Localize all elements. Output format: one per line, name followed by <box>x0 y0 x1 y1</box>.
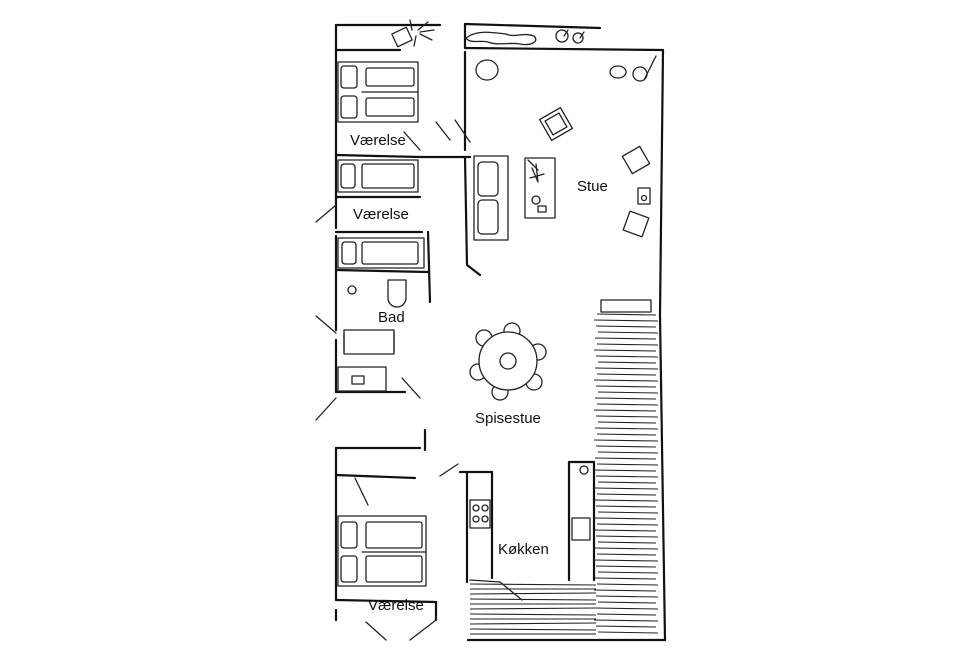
plant-icon <box>391 19 435 48</box>
bed-top-room <box>337 61 419 123</box>
interior-walls <box>334 48 596 584</box>
room-label-bedroom-mid: Værelse <box>353 206 409 223</box>
room-label-bedroom-top: Værelse <box>350 132 406 149</box>
terrace-bench <box>600 299 652 313</box>
room-label-living-room: Stue <box>577 178 608 195</box>
coffee-table <box>524 157 556 219</box>
bed-mid-room <box>337 159 419 193</box>
room-label-bedroom-bottom: Værelse <box>368 597 424 614</box>
dining-table <box>469 322 547 401</box>
bathroom-fixtures <box>337 237 425 392</box>
armchairs <box>538 106 651 238</box>
room-label-kitchen: Køkken <box>498 541 549 558</box>
terrace-hatching-right <box>593 313 659 634</box>
room-label-dining-room: Spisestue <box>475 410 541 427</box>
plants-window <box>465 29 657 82</box>
sofa <box>473 155 509 241</box>
door-swings <box>315 119 523 641</box>
bed-bottom-room <box>337 515 427 587</box>
kitchen-counters <box>469 465 591 541</box>
outer-walls <box>334 22 667 642</box>
terrace-hatching-bottom <box>469 583 597 635</box>
room-label-bathroom: Bad <box>378 309 405 326</box>
